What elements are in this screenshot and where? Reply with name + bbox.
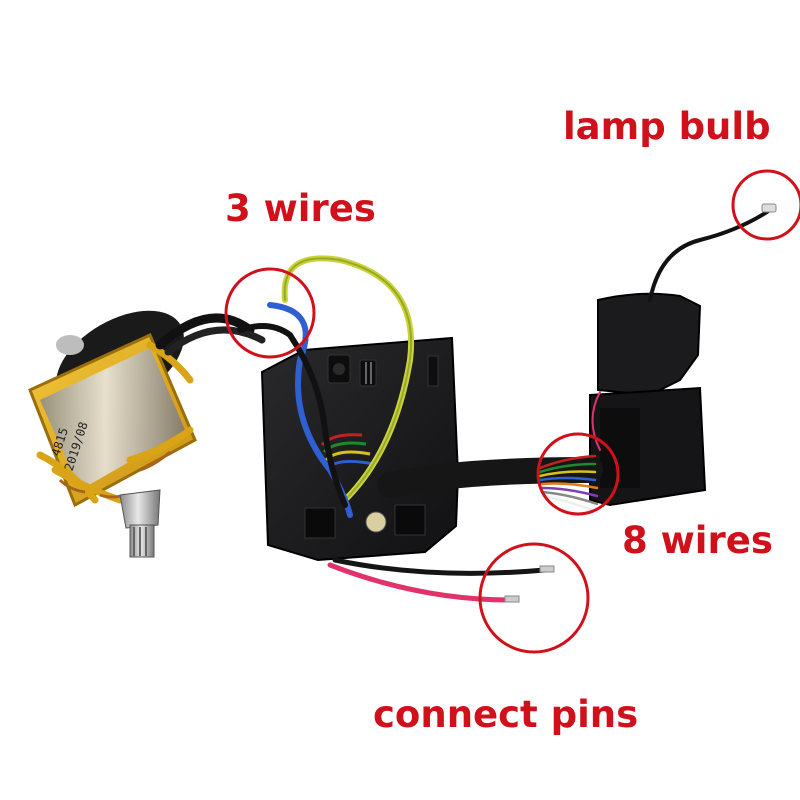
three-wires-label: 3 wires — [225, 187, 376, 230]
eight-wires-label: 8 wires — [622, 519, 773, 562]
lamp-bulb-label: lamp bulb — [563, 105, 771, 148]
three-wires-circle — [224, 267, 316, 359]
trigger-switch — [589, 292, 707, 507]
wiring — [237, 203, 777, 603]
connect-pins-label: connect pins — [373, 693, 639, 736]
brushless-motor: 4815 2019/08 — [28, 310, 266, 558]
annotation-circles — [224, 169, 800, 654]
eight-wires-circle — [536, 432, 620, 516]
connect-pins-circle — [478, 542, 590, 654]
controller-board — [260, 336, 460, 562]
lamp-bulb-circle — [731, 169, 800, 241]
